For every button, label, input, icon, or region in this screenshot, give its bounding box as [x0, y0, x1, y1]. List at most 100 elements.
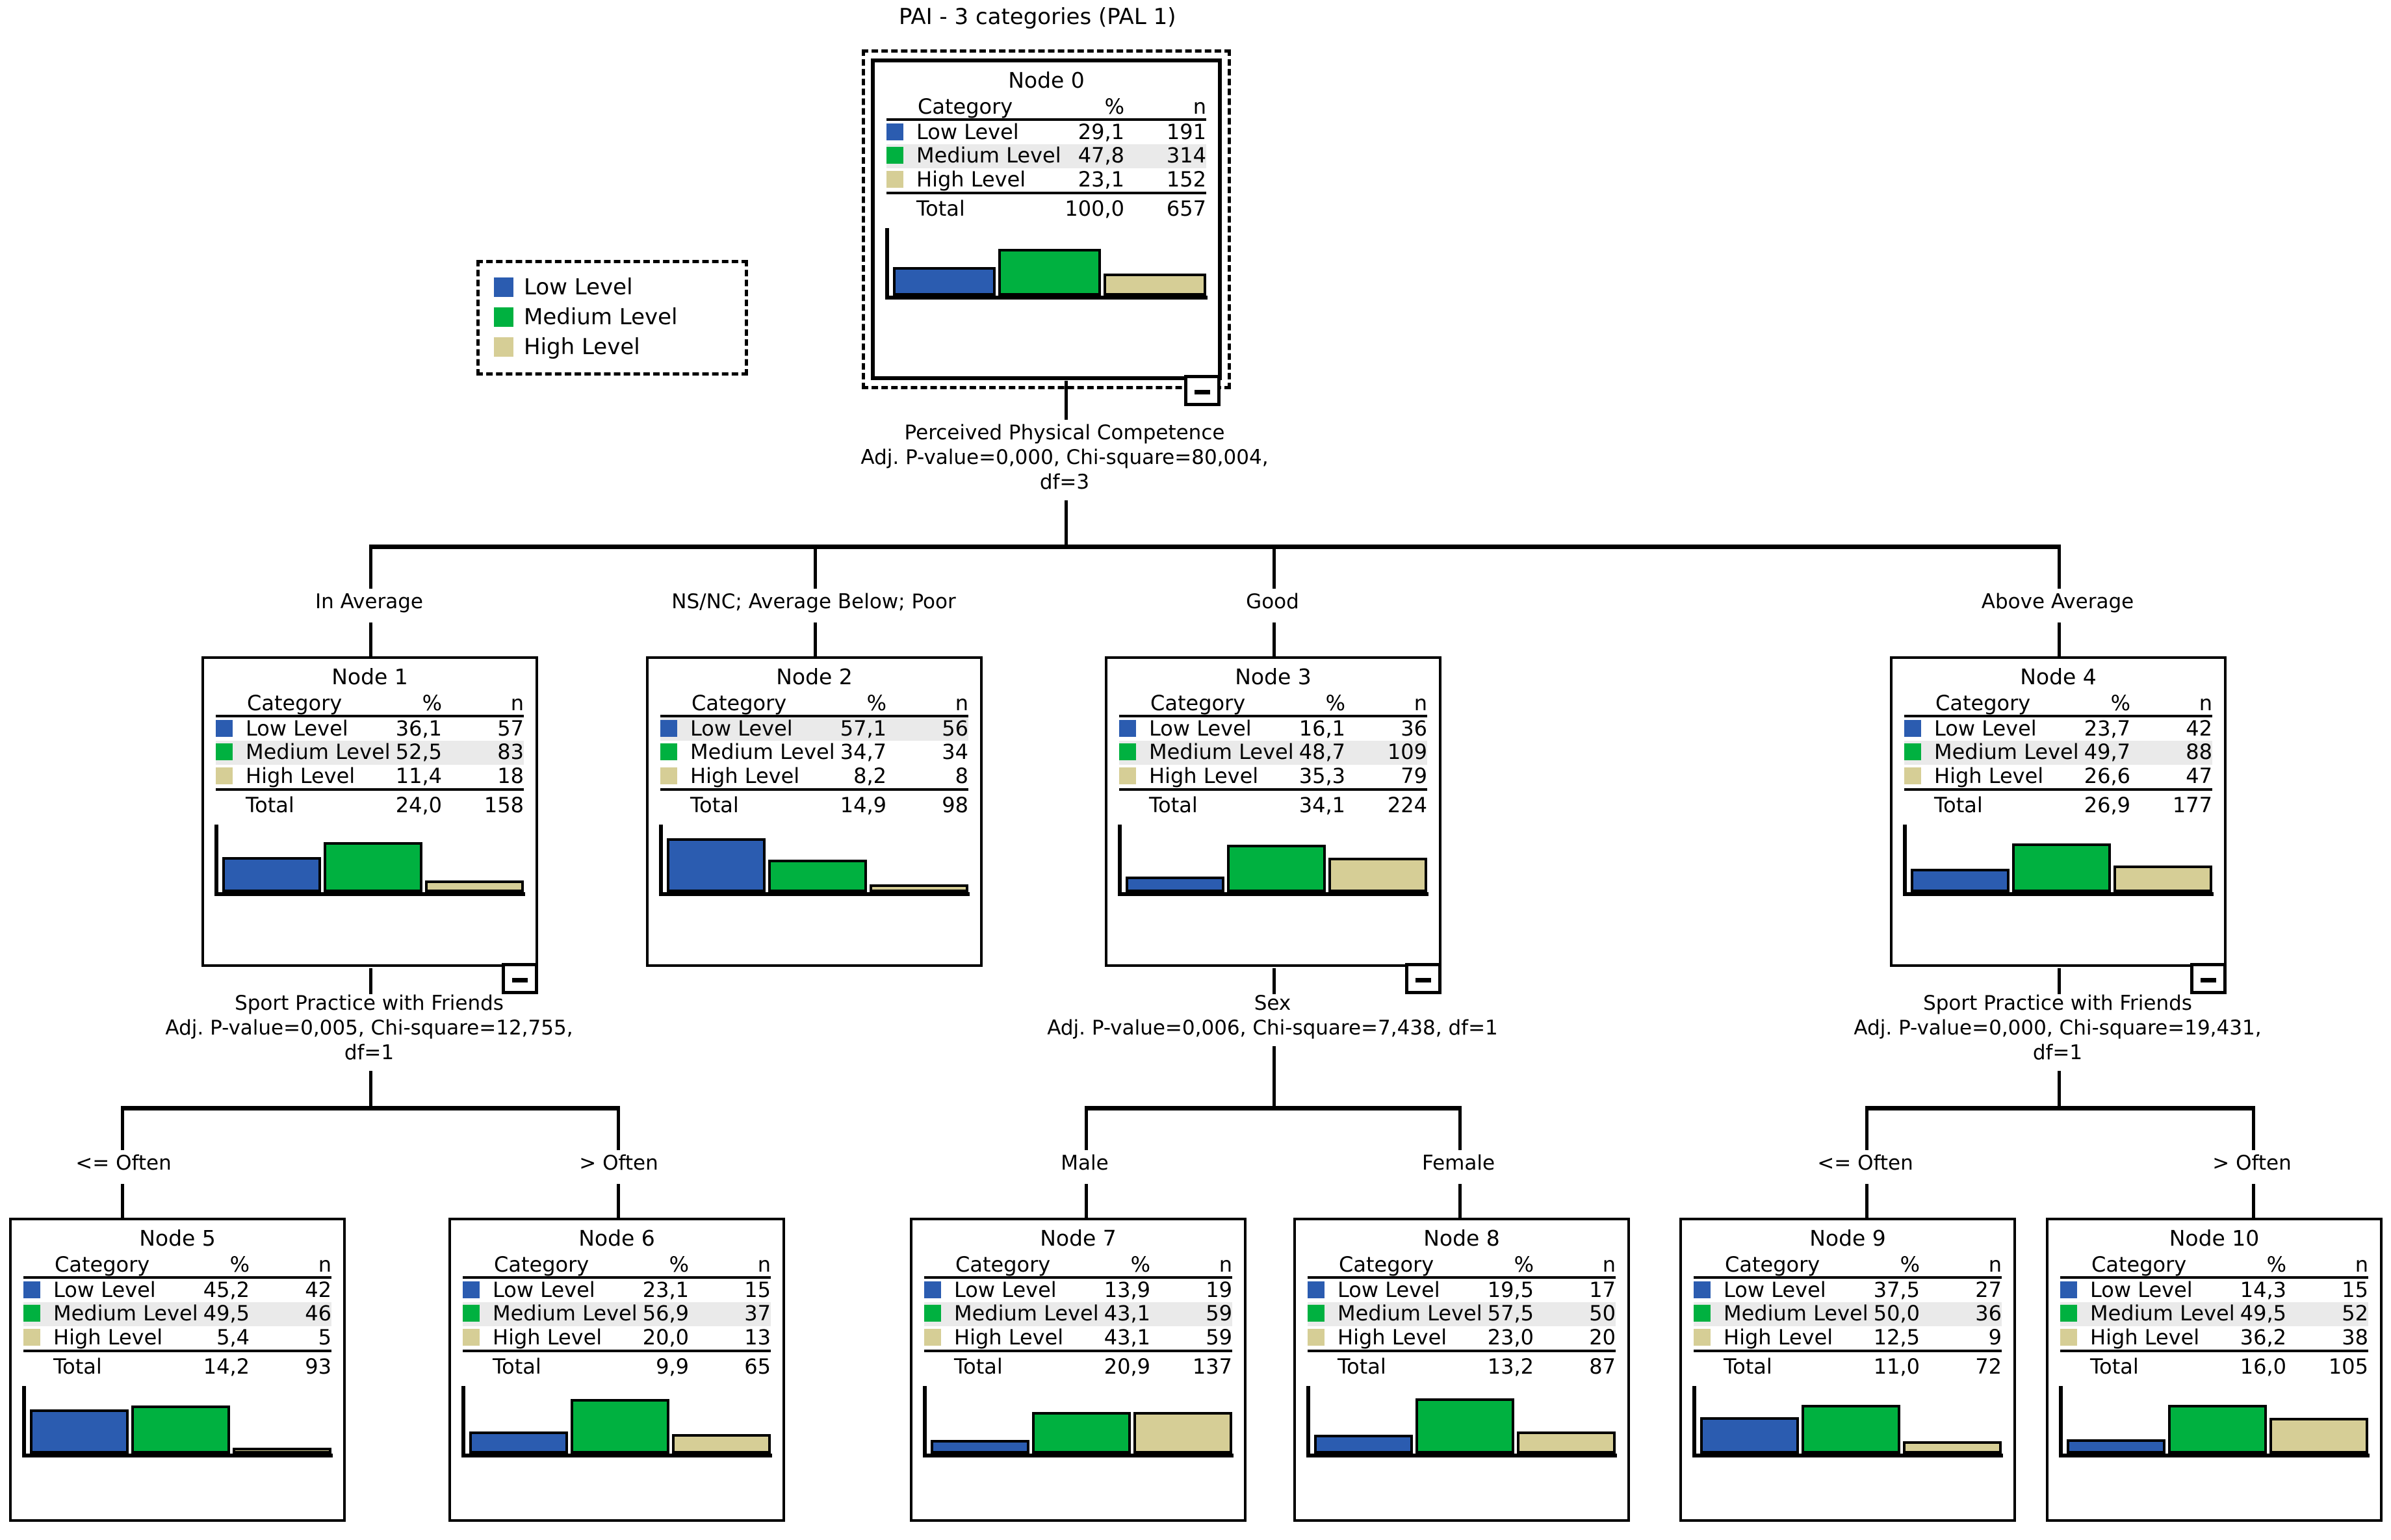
connector-node-1-bus: [121, 1106, 620, 1110]
row-n: 17: [1589, 1277, 1616, 1302]
row-pct: 13,9: [1104, 1277, 1150, 1302]
row-label: Medium Level: [53, 1301, 198, 1326]
node-0-collapse-button[interactable]: [1184, 375, 1221, 406]
row-label: High Level: [53, 1326, 162, 1353]
row-label: Low Level: [493, 1277, 595, 1302]
node-3[interactable]: Node 3 Category % n Low Level 16,1 36 Me…: [1105, 656, 1441, 994]
node-10[interactable]: Node 10 Category % n Low Level 14,3 15 M…: [2046, 1218, 2383, 1522]
row-n: 79: [1356, 764, 1427, 791]
swatch-high-icon: [1694, 1328, 1711, 1346]
legend-item-high: High Level: [494, 332, 728, 362]
row-label-total: Total: [954, 1354, 1003, 1380]
node-7-table: Category % n Low Level 13,9 19 Medium Le…: [924, 1253, 1232, 1380]
connector-node-4-drop: [2058, 622, 2061, 656]
node-1[interactable]: Node 1 Category % n Low Level 36,1 57 Me…: [201, 656, 538, 994]
row-pct: 5,4: [157, 1326, 260, 1353]
row-pct: 37,5: [1873, 1277, 1920, 1302]
row-pct: 8,2: [794, 764, 897, 791]
table-row: Medium Level 34,7 34: [660, 741, 968, 765]
legend-swatch-low: [494, 277, 513, 297]
row-label: Medium Level: [916, 143, 1061, 168]
row-n: 13: [699, 1326, 771, 1353]
node-2[interactable]: Node 2 Category % n Low Level 57,1 56 Me…: [646, 656, 983, 967]
row-label-total: Total: [1724, 1354, 1772, 1380]
swatch-medium-icon: [1904, 743, 1921, 761]
legend-item-low: Low Level: [494, 272, 728, 302]
branch-label-node-7: Male: [1061, 1151, 1109, 1175]
row-pct: 26,6: [2037, 764, 2141, 791]
swatch-medium-icon: [660, 743, 677, 761]
split-df: df=3: [1039, 470, 1090, 494]
minibar-medium: [768, 860, 867, 892]
header-n: n: [452, 692, 524, 717]
split-variable: Sport Practice with Friends: [1923, 992, 2192, 1015]
node-3-collapse-button[interactable]: [1405, 963, 1441, 994]
table-row-total: Total 11,0 72: [1694, 1351, 2002, 1380]
node-1-collapse-button[interactable]: [502, 963, 538, 994]
row-pct-total: 16,0: [2240, 1354, 2286, 1380]
swatch-low-icon: [2060, 1281, 2077, 1298]
header-category: Category: [1724, 1253, 1827, 1279]
node-6[interactable]: Node 6 Category % n Low Level 23,1 15 Me…: [448, 1218, 785, 1522]
table-row: Low Level 13,9 19: [924, 1277, 1232, 1303]
header-category: Category: [690, 692, 794, 717]
row-n: 50: [1589, 1301, 1616, 1326]
row-label-total: Total: [493, 1354, 541, 1380]
node-8[interactable]: Node 8 Category % n Low Level 19,5 17 Me…: [1293, 1218, 1630, 1522]
connector-to-node-3: [1273, 545, 1276, 589]
swatch-high-icon: [1308, 1328, 1325, 1346]
table-row-total: Total 14,2 93: [23, 1351, 331, 1380]
swatch-low-icon: [216, 719, 233, 737]
swatch-medium-icon: [463, 1305, 480, 1322]
node-9[interactable]: Node 9 Category % n Low Level 37,5 27 Me…: [1679, 1218, 2016, 1522]
node-4[interactable]: Node 4 Category % n Low Level 23,7 42 Me…: [1890, 656, 2227, 994]
row-pct: 20,0: [596, 1326, 699, 1353]
minibar-low: [1700, 1417, 1799, 1454]
row-label: Medium Level: [690, 739, 835, 765]
node-7[interactable]: Node 7 Category % n Low Level 13,9 19 Me…: [910, 1218, 1247, 1522]
row-pct-total: 13,2: [1487, 1354, 1534, 1380]
table-row: Low Level 23,7 42: [1904, 716, 2212, 741]
table-row-total: Total 20,9 137: [924, 1351, 1232, 1380]
row-label-total: Total: [1149, 793, 1198, 818]
table-row: Medium Level 50,0 36: [1694, 1302, 2002, 1326]
header-percent: %: [157, 1253, 260, 1279]
row-pct: 56,9: [642, 1301, 689, 1326]
header-percent: %: [1057, 1253, 1161, 1279]
swatch-low-icon: [1904, 719, 1921, 737]
row-n: 34: [942, 739, 968, 765]
row-n: 52: [2342, 1301, 2368, 1326]
swatch-low-icon: [886, 123, 903, 140]
row-n: 59: [1161, 1326, 1232, 1353]
node-5[interactable]: Node 5 Category % n Low Level 45,2 42 Me…: [9, 1218, 346, 1522]
node-4-collapse-button[interactable]: [2190, 963, 2227, 994]
table-row: Medium Level 52,5 83: [216, 741, 524, 765]
swatch-low-icon: [924, 1281, 941, 1298]
row-pct: 12,5: [1827, 1326, 1930, 1353]
swatch-high-icon: [1904, 767, 1921, 784]
table-row: High Level 8,2 8: [660, 764, 968, 791]
connector-node-10-drop: [2252, 1184, 2255, 1218]
swatch-low-icon: [1308, 1281, 1325, 1298]
table-row: Low Level 19,5 17: [1308, 1277, 1616, 1303]
header-percent: %: [1026, 96, 1135, 121]
minibar-high: [672, 1433, 771, 1454]
row-n: 152: [1135, 168, 1206, 195]
row-n-total: 657: [1166, 196, 1206, 222]
connector-node-3-drop: [1273, 622, 1276, 656]
row-n: 38: [2297, 1326, 2368, 1353]
row-pct: 49,7: [2084, 739, 2130, 765]
branch-label-node-8: Female: [1421, 1151, 1495, 1175]
minibar-medium: [1227, 845, 1326, 892]
row-label: High Level: [246, 764, 355, 791]
connector-to-node-8: [1458, 1106, 1462, 1150]
legend-item-medium: Medium Level: [494, 302, 728, 332]
header-percent: %: [2193, 1253, 2297, 1279]
row-pct: 43,1: [1057, 1326, 1161, 1353]
table-row: High Level 36,2 38: [2060, 1326, 2368, 1353]
header-category: Category: [1149, 692, 1252, 717]
node-0[interactable]: Node 0 Category % n Low Level 29,1 191 M…: [862, 49, 1231, 406]
row-pct: 29,1: [1078, 119, 1124, 144]
minibar-high: [1903, 1441, 2002, 1454]
branch-label-node-3: Good: [1246, 590, 1299, 613]
